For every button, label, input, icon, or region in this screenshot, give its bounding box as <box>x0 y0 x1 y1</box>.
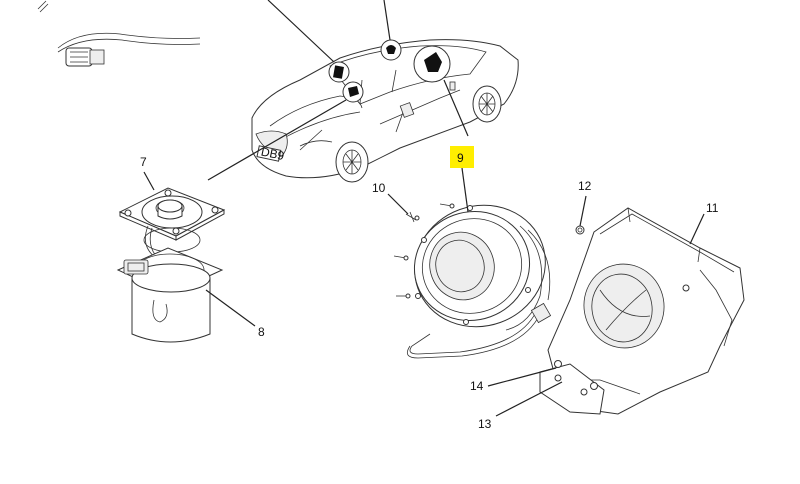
car-leader-lines <box>207 0 469 181</box>
license-plate-text: DB9 <box>260 144 286 163</box>
enclosure-fasteners <box>554 225 598 390</box>
speaker-enclosure-part <box>539 207 745 415</box>
callout-10: 10 <box>372 181 386 195</box>
callout-14: 14 <box>470 379 484 393</box>
callout-labels: 7 8 9 10 11 12 13 14 <box>140 146 719 431</box>
car-zoom-markers <box>328 39 451 103</box>
callout-11: 11 <box>706 201 719 215</box>
connector-cable-part <box>37 0 201 67</box>
callout-13: 13 <box>478 417 492 431</box>
callout-12: 12 <box>578 179 592 193</box>
door-speaker-part <box>406 204 552 359</box>
callout-7: 7 <box>140 155 147 169</box>
car-illustration: DB9 <box>251 39 519 183</box>
callout-leader-lines <box>143 167 705 417</box>
tweeter-speaker-part <box>118 187 226 292</box>
callout-8: 8 <box>258 325 265 339</box>
callout-9: 9 <box>457 151 464 165</box>
door-speaker-screws <box>393 203 455 299</box>
callout-9-highlight <box>450 146 474 168</box>
speaker-housing-part <box>116 247 224 343</box>
